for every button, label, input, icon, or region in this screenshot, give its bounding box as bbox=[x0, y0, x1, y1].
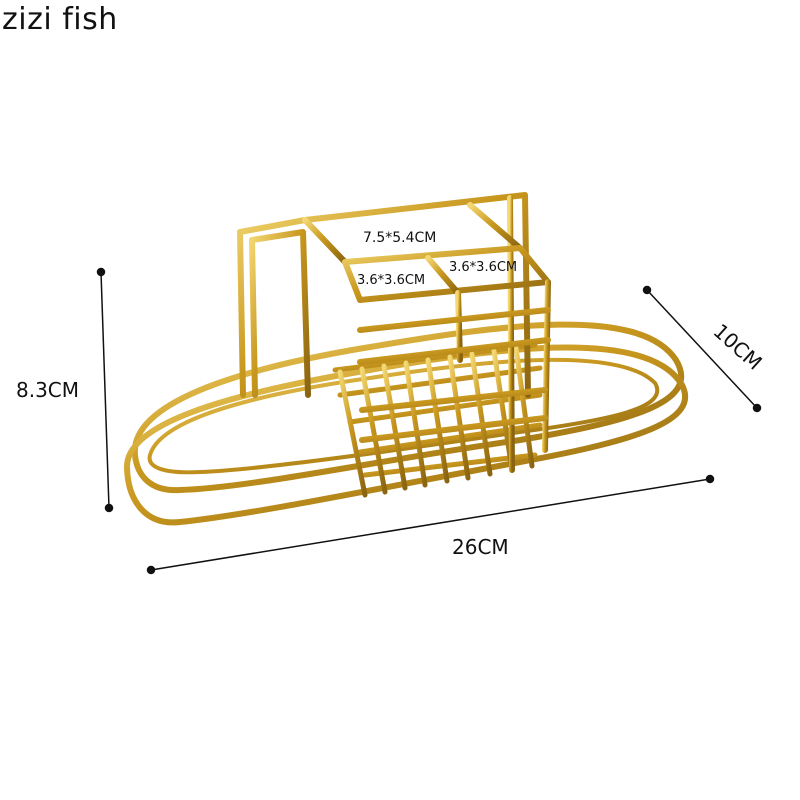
dimension-lines bbox=[96, 267, 762, 575]
back-frame bbox=[237, 192, 531, 473]
brand-watermark: zizi fish bbox=[2, 2, 118, 37]
length-dimension-line bbox=[146, 474, 715, 575]
small-left-compartment-label: 3.6*3.6CM bbox=[357, 273, 425, 288]
gold-wire-organizer bbox=[123, 192, 689, 526]
height-label: 8.3CM bbox=[16, 378, 79, 402]
length-label: 26CM bbox=[452, 535, 509, 559]
top-compartment-label: 7.5*5.4CM bbox=[363, 230, 436, 246]
height-dimension-line bbox=[96, 267, 114, 513]
small-right-compartment-label: 3.6*3.6CM bbox=[449, 260, 517, 275]
front-compartments bbox=[315, 239, 551, 503]
grid-floor bbox=[332, 342, 543, 498]
depth-dimension-line bbox=[642, 285, 762, 413]
